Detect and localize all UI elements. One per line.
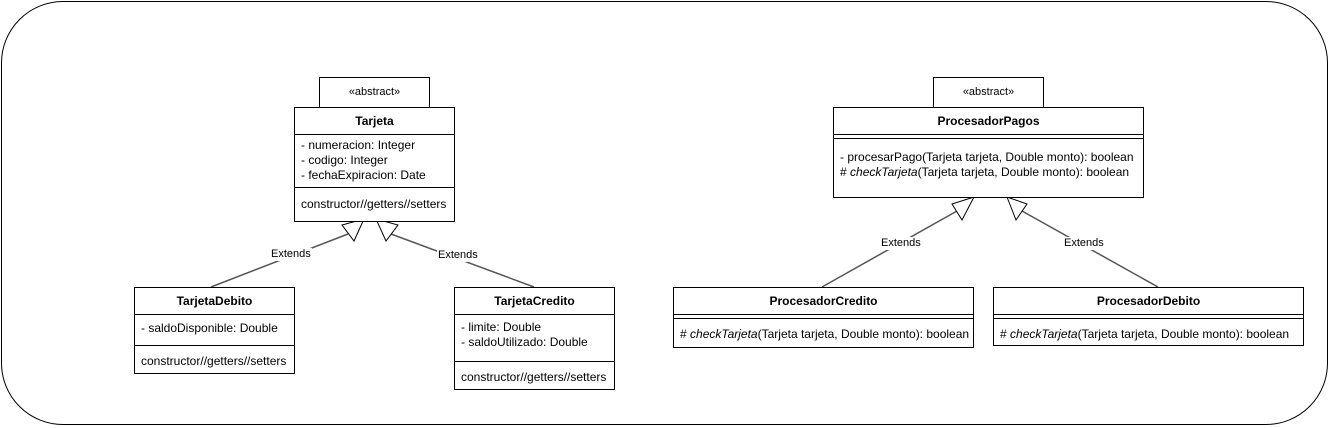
generalization-arrowhead (1006, 196, 1028, 222)
attribute: - saldoUtilizado: Double (461, 335, 588, 349)
stereotype-abstract: «abstract» (933, 77, 1044, 108)
class-name: Tarjeta (295, 108, 454, 135)
class-name: ProcesadorDebito (994, 288, 1303, 315)
class-name: TarjetaDebito (135, 288, 294, 315)
attribute: - numeracion: Integer (301, 138, 416, 152)
generalization-arrowhead (375, 218, 399, 242)
operations-section: # checkTarjeta(Tarjeta tarjeta, Double m… (994, 319, 1303, 345)
attribute: - limite: Double (461, 320, 542, 334)
operations-section: constructor//getters//setters (295, 188, 454, 215)
class-name: TarjetaCredito (455, 288, 614, 315)
edge-label-extends: Extends (437, 249, 479, 262)
attribute: - fechaExpiracion: Date (301, 168, 426, 182)
attributes-section (674, 315, 973, 319)
edge-label-extends: Extends (880, 237, 922, 250)
attribute: - codigo: Integer (301, 153, 388, 167)
attributes-section: - numeracion: Integer - codigo: Integer … (295, 135, 454, 188)
attributes-section: - limite: Double - saldoUtilizado: Doubl… (455, 315, 614, 362)
class-name: ProcesadorPagos (834, 108, 1143, 135)
class-name: ProcesadorCredito (674, 288, 973, 315)
generalization-arrowhead (951, 196, 976, 222)
operation: constructor//getters//setters (301, 197, 447, 211)
attributes-section (994, 315, 1303, 319)
attribute: - saldoDisponible: Double (141, 321, 278, 335)
operation: constructor//getters//setters (141, 354, 287, 368)
class-tarjetadebito[interactable]: TarjetaDebito - saldoDisponible: Double … (134, 287, 295, 374)
operation: # checkTarjeta(Tarjeta tarjeta, Double m… (840, 165, 1130, 179)
operations-section: constructor//getters//setters (455, 362, 614, 388)
operations-section: # checkTarjeta(Tarjeta tarjeta, Double m… (674, 319, 973, 345)
class-tarjetacredito[interactable]: TarjetaCredito - limite: Double - saldoU… (454, 287, 615, 390)
operations-section: - procesarPago(Tarjeta tarjeta, Double m… (834, 139, 1143, 183)
operations-section: constructor//getters//setters (135, 346, 294, 372)
operation: # checkTarjeta(Tarjeta tarjeta, Double m… (680, 327, 970, 341)
operation: constructor//getters//setters (461, 370, 607, 384)
class-procesadordebito[interactable]: ProcesadorDebito # checkTarjeta(Tarjeta … (993, 287, 1304, 346)
edge-label-extends: Extends (1063, 237, 1105, 250)
class-tarjeta[interactable]: Tarjeta - numeracion: Integer - codigo: … (294, 107, 455, 222)
attributes-section: - saldoDisponible: Double (135, 315, 294, 346)
class-procesadorpagos[interactable]: ProcesadorPagos - procesarPago(Tarjeta t… (833, 107, 1144, 198)
operation: # checkTarjeta(Tarjeta tarjeta, Double m… (1000, 327, 1290, 341)
class-procesadorcredito[interactable]: ProcesadorCredito # checkTarjeta(Tarjeta… (673, 287, 974, 348)
generalization-arrowhead (341, 218, 365, 242)
edge-label-extends: Extends (270, 248, 312, 261)
attributes-section (834, 135, 1143, 139)
operation: - procesarPago(Tarjeta tarjeta, Double m… (840, 150, 1134, 164)
stereotype-abstract: «abstract» (319, 77, 430, 108)
